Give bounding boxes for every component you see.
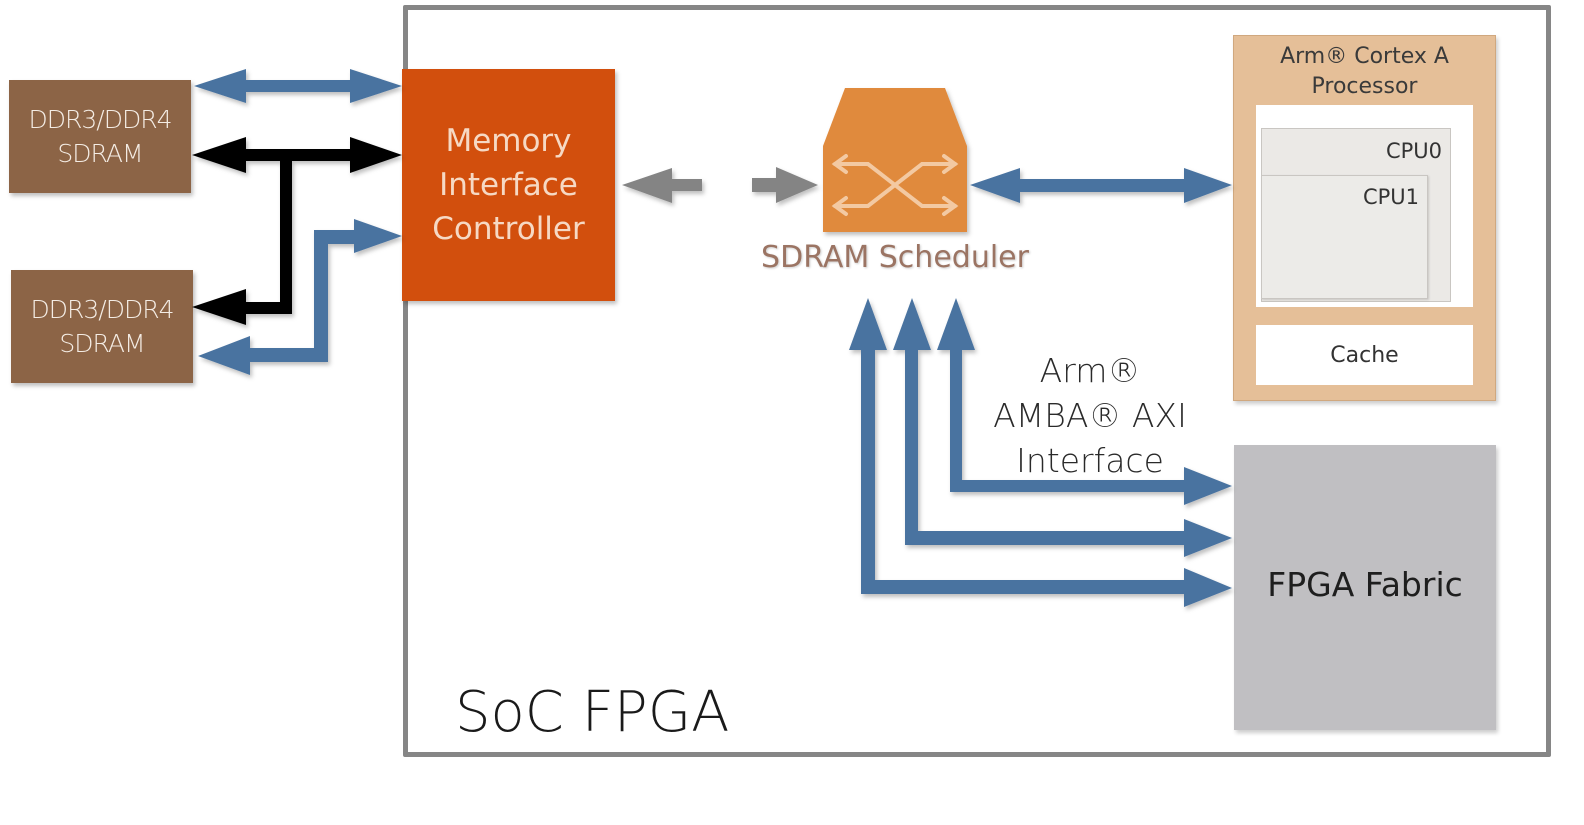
mic-line1: Memory <box>445 123 572 159</box>
ddr-sdram-block-2: DDR3/DDR4 SDRAM <box>11 270 193 383</box>
ddr-block-1-line2: SDRAM <box>57 138 143 168</box>
sdram-scheduler-icon <box>823 88 967 232</box>
ddr1-mic-blue-arrow <box>194 69 402 103</box>
fpga-fabric-label: FPGA Fabric <box>1267 565 1463 604</box>
cache-block: Cache <box>1256 325 1473 385</box>
ddr-block-2-line2: SDRAM <box>59 328 145 358</box>
axi-line1: Arm® <box>1039 351 1141 390</box>
axi-arrow-2 <box>893 298 1232 557</box>
black-bus-arrow <box>192 137 402 325</box>
cpu1-block: CPU1 <box>1261 175 1428 299</box>
scheduler-arm-blue-arrow <box>970 168 1232 203</box>
mic-ddr2-blue-arrow <box>198 219 402 375</box>
cpu1-label: CPU1 <box>1362 185 1419 209</box>
axi-line2: AMBA® AXI <box>993 396 1187 435</box>
gray-arrow-left <box>622 168 702 203</box>
sdram-scheduler-label: SDRAM Scheduler <box>761 240 1029 275</box>
cache-label: Cache <box>1330 342 1399 368</box>
axi-line3: Interface <box>1016 441 1164 480</box>
ddr-sdram-block-1: DDR3/DDR4 SDRAM <box>9 80 191 193</box>
arm-title-line2: Processor <box>1311 74 1418 99</box>
ddr-block-1-line1: DDR3/DDR4 <box>28 104 173 134</box>
mic-line2: Interface <box>439 167 578 203</box>
ddr-block-2-line1: DDR3/DDR4 <box>30 294 175 324</box>
soc-fpga-frame <box>403 5 1551 757</box>
fpga-fabric-block <box>1234 445 1496 730</box>
axi-arrow-3 <box>849 298 1232 607</box>
axi-arrow-1 <box>937 298 1232 505</box>
axi-interface-label: Arm® AMBA® AXI Interface <box>960 348 1220 483</box>
soc-fpga-label: SoC FPGA <box>455 680 730 745</box>
gray-arrow-right <box>752 167 818 203</box>
memory-interface-controller: Memory Interface Controller <box>402 69 615 301</box>
mic-line3: Controller <box>432 211 585 247</box>
cpu0-label: CPU0 <box>1385 139 1442 163</box>
arm-title-line1: Arm® Cortex A <box>1280 44 1449 69</box>
crossing-arrows-icon <box>831 154 959 216</box>
arm-processor-title: Arm® Cortex A Processor <box>1233 42 1496 102</box>
